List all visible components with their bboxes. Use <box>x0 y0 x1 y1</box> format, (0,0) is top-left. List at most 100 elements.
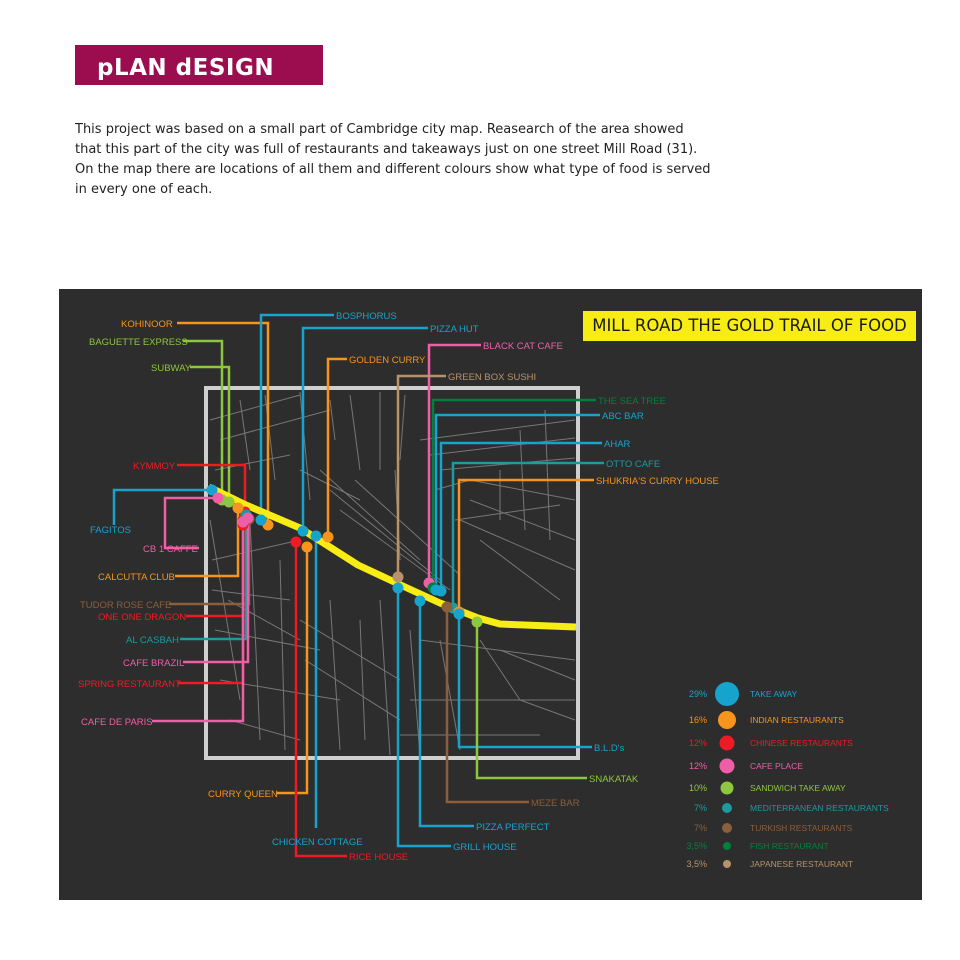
legend-swatch <box>722 803 732 813</box>
street <box>214 454 291 471</box>
street <box>349 394 361 471</box>
legend-label: CHINESE RESTAURANTS <box>750 738 853 748</box>
place-marker[interactable] <box>441 601 453 613</box>
place-label: CB 1 CAFFE <box>143 544 198 555</box>
street <box>454 504 561 521</box>
intro-line: in every one of each. <box>75 182 213 197</box>
street <box>459 519 576 571</box>
legend-percent: 29% <box>689 689 707 699</box>
legend-percent: 12% <box>689 738 707 748</box>
leader-line <box>183 339 224 500</box>
leader-line <box>396 374 446 577</box>
place-label: GRILL HOUSE <box>453 842 517 853</box>
street <box>211 589 291 601</box>
leader-line <box>177 463 247 512</box>
leader-line <box>445 607 529 804</box>
place-marker[interactable] <box>206 484 218 496</box>
place-marker[interactable] <box>310 530 322 542</box>
place-marker[interactable] <box>297 525 309 537</box>
place-label: ONE ONE DRAGON <box>98 612 186 623</box>
leader-line <box>431 398 596 588</box>
place-marker[interactable] <box>322 531 334 543</box>
street-network <box>209 391 576 756</box>
street <box>439 639 461 751</box>
place-marker[interactable] <box>301 541 313 553</box>
place-label: BLACK CAT CAFE <box>483 341 563 352</box>
leader-line <box>457 614 592 749</box>
place-marker[interactable] <box>435 585 447 597</box>
place-marker[interactable] <box>392 582 404 594</box>
legend-label: JAPANESE RESTAURANT <box>750 859 853 869</box>
place-marker[interactable] <box>392 571 404 583</box>
place-marker[interactable] <box>471 616 483 628</box>
place-marker[interactable] <box>453 608 465 620</box>
place-label: OTTO CAFE <box>606 459 660 470</box>
place-label: CURRY QUEEN <box>208 789 278 800</box>
place-marker[interactable] <box>237 516 249 528</box>
legend-swatch <box>715 682 739 706</box>
street <box>227 599 301 641</box>
legend-swatch <box>719 735 735 751</box>
place-marker[interactable] <box>255 514 267 526</box>
street <box>229 719 301 741</box>
legend-swatch <box>723 842 731 850</box>
legend-percent: 10% <box>689 783 707 793</box>
leader-line <box>326 357 347 537</box>
legend-label: SANDWICH TAKE AWAY <box>750 783 846 793</box>
leader-line <box>259 313 334 520</box>
leader-line <box>294 542 347 858</box>
street <box>544 409 551 541</box>
place-marker[interactable] <box>290 536 302 548</box>
intro-line: that this part of the city was full of r… <box>75 142 698 157</box>
street <box>354 479 461 576</box>
leader-line <box>439 441 602 591</box>
legend-swatch <box>718 711 736 729</box>
intro-paragraph: This project was based on a small part o… <box>75 120 775 200</box>
street <box>409 629 421 756</box>
map-title: MILL ROAD THE GOLD TRAIL OF FOOD <box>583 311 916 341</box>
place-label: SPRING RESTAURANT <box>78 679 181 690</box>
map-panel <box>59 289 922 900</box>
place-label: KYMMOY <box>133 461 176 472</box>
street <box>214 629 321 651</box>
place-label: CHICKEN COTTAGE <box>272 837 363 848</box>
street <box>211 539 301 561</box>
place-marker[interactable] <box>232 502 244 514</box>
legend-percent: 3,5% <box>686 859 707 869</box>
place-label: RICE HOUSE <box>349 852 408 863</box>
place-label: GOLDEN CURRY <box>349 355 426 366</box>
legend-label: TAKE AWAY <box>750 689 798 699</box>
page-title: pLAN dESIGN <box>97 55 275 81</box>
intro-line: On the map there are locations of all th… <box>75 162 711 177</box>
street <box>359 619 366 741</box>
place-marker[interactable] <box>414 595 426 607</box>
street <box>219 409 331 441</box>
leader-line <box>276 547 309 795</box>
street <box>379 599 391 756</box>
street <box>329 489 441 581</box>
place-marker[interactable] <box>223 496 235 508</box>
place-marker[interactable] <box>212 492 224 504</box>
place-label: KOHINOOR <box>121 319 173 330</box>
leader-line <box>427 343 481 583</box>
legend-swatch <box>722 823 732 833</box>
street <box>299 469 361 501</box>
place-label: CAFE DE PARIS <box>81 717 153 728</box>
street <box>429 437 576 456</box>
place-label: ABC BAR <box>602 411 644 422</box>
street <box>479 639 521 701</box>
leader-line <box>434 413 600 590</box>
legend-label: MEDITERRANEAN RESTAURANTS <box>750 803 889 813</box>
legend-label: TURKISH RESTAURANTS <box>750 823 853 833</box>
leader-line <box>451 461 604 608</box>
street <box>499 649 576 681</box>
leader-line <box>396 588 451 848</box>
leader-line <box>175 508 240 578</box>
map-frame <box>204 386 580 760</box>
place-label: GREEN BOX SUSHI <box>448 372 536 383</box>
place-label: B.L.D's <box>594 743 625 754</box>
leader-line <box>180 515 248 641</box>
leader-line <box>152 522 245 723</box>
leader-line <box>475 622 587 780</box>
